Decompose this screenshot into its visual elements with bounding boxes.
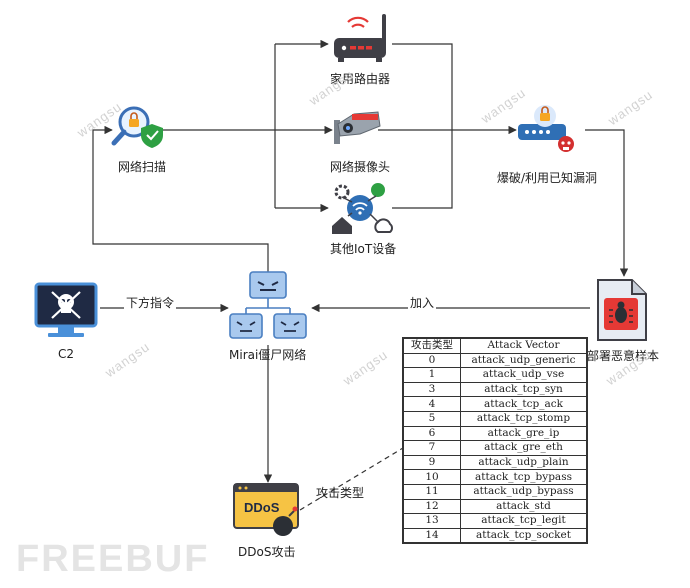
table-header-attack-vector: Attack Vector bbox=[460, 338, 587, 354]
table-cell-vector: attack_tcp_legit bbox=[460, 513, 587, 529]
table-cell-type: 4 bbox=[403, 396, 461, 412]
table-cell-vector: attack_tcp_stomp bbox=[460, 410, 587, 427]
malware-sample-icon bbox=[597, 279, 647, 341]
edge-label-issue-command: 下方指令 bbox=[124, 294, 177, 311]
table-cell-type: 5 bbox=[403, 410, 461, 427]
table-header-attack-type: 攻击类型 bbox=[403, 338, 461, 354]
table-cell-vector: attack_udp_generic bbox=[460, 352, 587, 369]
table-cell-vector: attack_std bbox=[460, 498, 587, 515]
connectors bbox=[92, 39, 629, 511]
table-cell-type: 0 bbox=[403, 352, 461, 369]
table-cell-vector: attack_udp_vse bbox=[460, 367, 587, 383]
edge-iot-to-exploit bbox=[392, 130, 453, 209]
ddos-icon-text: DDoS bbox=[244, 500, 280, 515]
label-exploit: 爆破/利用已知漏洞 bbox=[497, 171, 598, 185]
label-camera: 网络摄像头 bbox=[330, 160, 391, 174]
table-cell-type: 3 bbox=[403, 381, 461, 398]
table-cell-type: 12 bbox=[403, 498, 461, 515]
edge-botnet-loop bbox=[92, 125, 269, 272]
table-cell-type: 7 bbox=[403, 440, 461, 456]
table-cell-type: 6 bbox=[403, 425, 461, 442]
label-other-iot: 其他IoT设备 bbox=[330, 242, 397, 256]
table-cell-vector: attack_tcp_bypass bbox=[460, 469, 587, 485]
edge-ddos-to-table bbox=[299, 447, 404, 511]
table-cell-vector: attack_udp_bypass bbox=[460, 483, 587, 500]
c2-monitor-icon bbox=[34, 282, 98, 337]
table-cell-type: 11 bbox=[403, 483, 461, 500]
table-cell-type: 13 bbox=[403, 513, 461, 529]
iot-devices-icon bbox=[332, 183, 393, 234]
edge-label-attack-type: 攻击类型 bbox=[316, 486, 365, 500]
table-cell-vector: attack_tcp_syn bbox=[460, 381, 587, 398]
freebuf-logo-text: FREEBUF bbox=[16, 538, 210, 580]
table-cell-vector: attack_tcp_ack bbox=[460, 396, 587, 412]
edge-label-join: 加入 bbox=[408, 294, 437, 311]
ddos-icon: DDoS bbox=[233, 483, 299, 536]
table-cell-type: 9 bbox=[403, 454, 461, 471]
label-home-router: 家用路由器 bbox=[330, 72, 391, 86]
table-cell-type: 1 bbox=[403, 367, 461, 383]
table-cell-vector: attack_udp_plain bbox=[460, 454, 587, 471]
table-header-row: 攻击类型 Attack Vector bbox=[403, 338, 587, 354]
table-cell-vector: attack_gre_ip bbox=[460, 425, 587, 442]
router-icon bbox=[334, 14, 386, 62]
table-cell-type: 10 bbox=[403, 469, 461, 485]
exploit-icon bbox=[518, 105, 574, 152]
label-c2: C2 bbox=[58, 347, 75, 361]
label-ddos: DDoS攻击 bbox=[238, 545, 296, 559]
edge-router-to-exploit bbox=[392, 43, 453, 130]
table-cell-vector: attack_tcp_socket bbox=[460, 527, 587, 544]
edge-exploit-to-malware bbox=[585, 129, 629, 277]
scanning-icon bbox=[111, 106, 163, 148]
label-malware-sample: 部署恶意样本 bbox=[587, 349, 660, 363]
table-cell-vector: attack_gre_eth bbox=[460, 440, 587, 456]
label-botnet: Mirai僵尸网络 bbox=[229, 348, 307, 362]
table-cell-type: 14 bbox=[403, 527, 461, 544]
camera-icon bbox=[334, 111, 381, 144]
botnet-icon bbox=[229, 271, 307, 339]
label-network-scanning: 网络扫描 bbox=[118, 160, 167, 174]
